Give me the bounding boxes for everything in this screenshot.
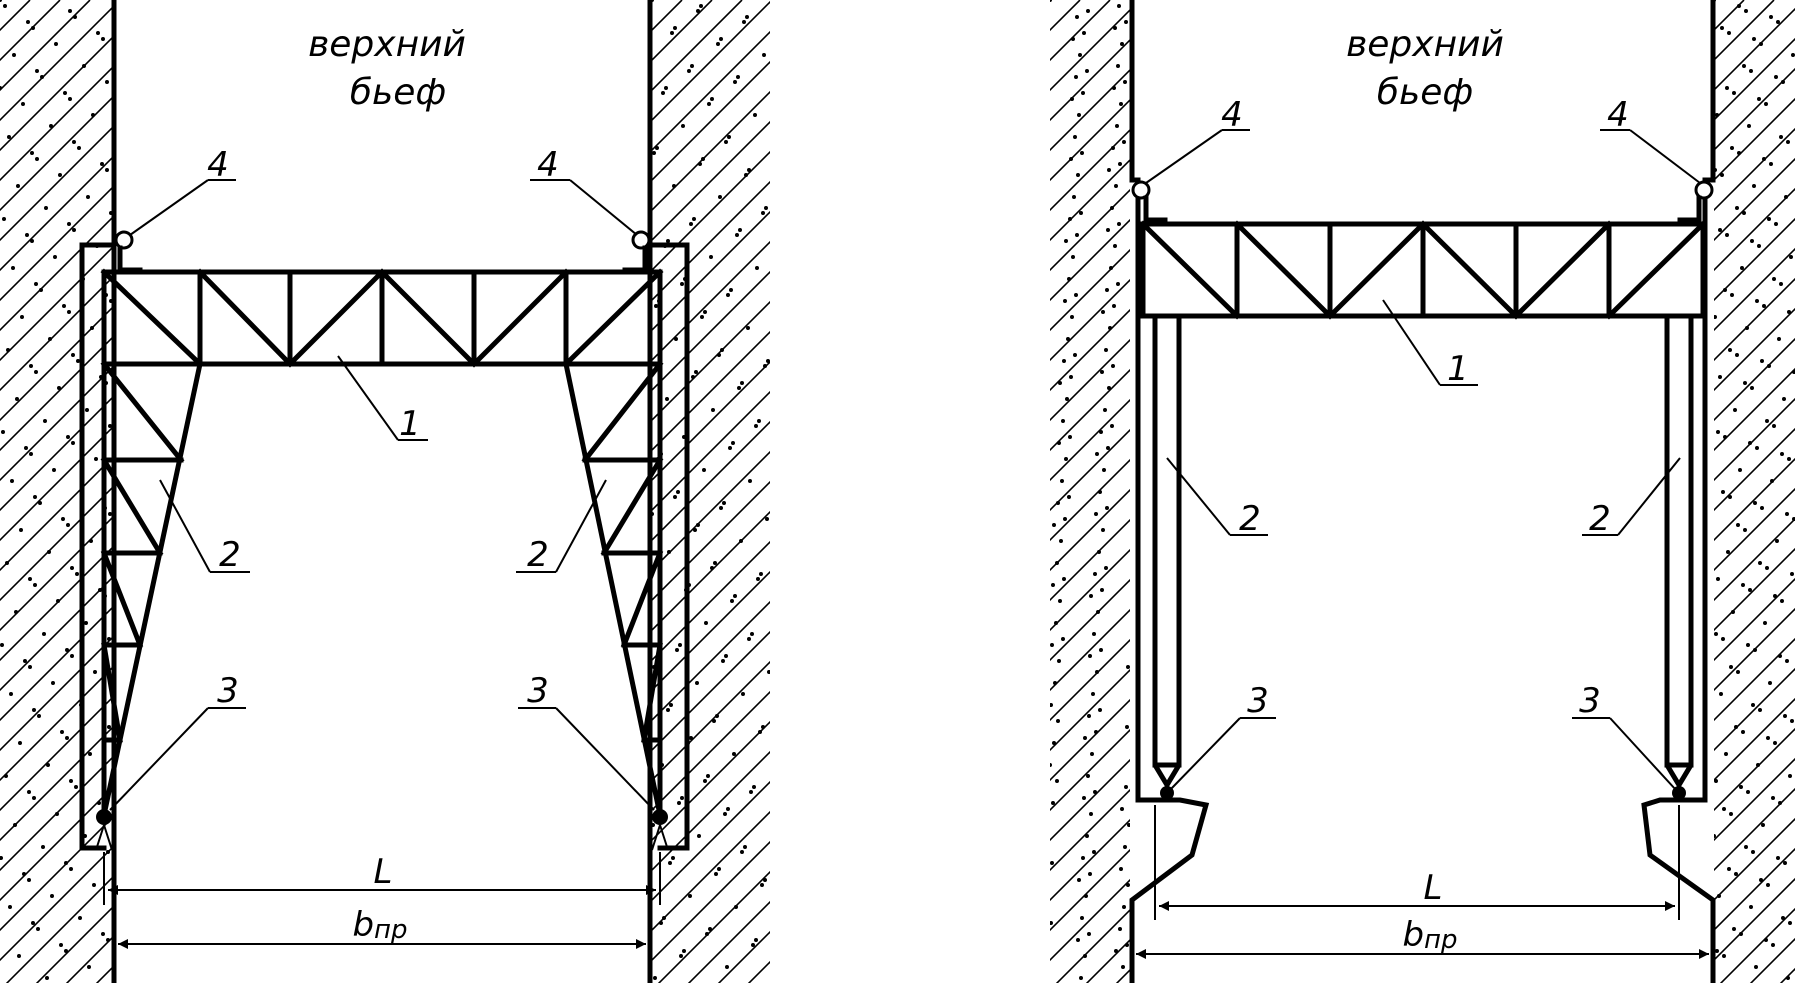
right-truss bbox=[1139, 220, 1707, 320]
left-truss bbox=[100, 268, 664, 368]
left-callout-3-right: 3 bbox=[527, 671, 549, 711]
left-wheel-right bbox=[622, 230, 651, 273]
left-hinge-right bbox=[651, 809, 669, 851]
left-dim-span-label: L bbox=[374, 852, 393, 892]
left-water-label-line1: верхний bbox=[308, 24, 466, 65]
left-dim-width-label: bпр bbox=[352, 905, 407, 945]
right-callouts bbox=[1145, 129, 1701, 791]
right-callout-4-left: 4 bbox=[1221, 95, 1243, 135]
left-callout-1: 1 bbox=[399, 404, 421, 444]
left-callout-2-right: 2 bbox=[527, 535, 549, 575]
right-water-label-line1: верхний bbox=[1346, 24, 1504, 65]
right-recess bbox=[647, 242, 690, 851]
left-callout-4-left: 4 bbox=[207, 145, 229, 185]
left-callout-4-right: 4 bbox=[537, 145, 559, 185]
right-left-wall-face bbox=[1129, 0, 1210, 983]
left-water-label-line2: бьеф bbox=[350, 72, 446, 113]
right-water-label-line2: бьеф bbox=[1377, 72, 1473, 113]
right-callout-2-right: 2 bbox=[1589, 499, 1611, 539]
right-dim-span-label: L bbox=[1424, 868, 1443, 908]
right-callout-4-right: 4 bbox=[1607, 95, 1629, 135]
right-wall-hatch-right bbox=[1714, 0, 1795, 983]
right-callout-3-left: 3 bbox=[1247, 681, 1269, 721]
right-scheme: верхний бьеф 4 4 1 2 2 3 3 L bпр bbox=[1050, 0, 1795, 983]
right-right-wall-face bbox=[1641, 0, 1716, 983]
left-callout-3-left: 3 bbox=[217, 671, 239, 711]
left-hinge-left bbox=[95, 809, 113, 851]
right-wall-hatch-left bbox=[1050, 0, 1130, 983]
right-dim-width-label: bпр bbox=[1402, 915, 1457, 955]
left-wheel-left bbox=[114, 230, 143, 273]
left-callout-2-left: 2 bbox=[219, 535, 241, 575]
right-wheel-left bbox=[1131, 180, 1168, 223]
left-callouts bbox=[109, 179, 655, 811]
right-wheel-right bbox=[1677, 180, 1714, 223]
left-dimensions bbox=[103, 852, 661, 949]
right-callout-2-left: 2 bbox=[1239, 499, 1261, 539]
right-dimensions bbox=[1136, 805, 1709, 959]
left-recess bbox=[79, 242, 117, 851]
left-leg-right bbox=[563, 360, 664, 818]
right-callout-3-right: 3 bbox=[1579, 681, 1601, 721]
right-callout-1: 1 bbox=[1447, 349, 1469, 389]
left-leg-left bbox=[100, 360, 203, 818]
right-leg-right bbox=[1664, 313, 1694, 790]
right-leg-left bbox=[1152, 313, 1182, 790]
